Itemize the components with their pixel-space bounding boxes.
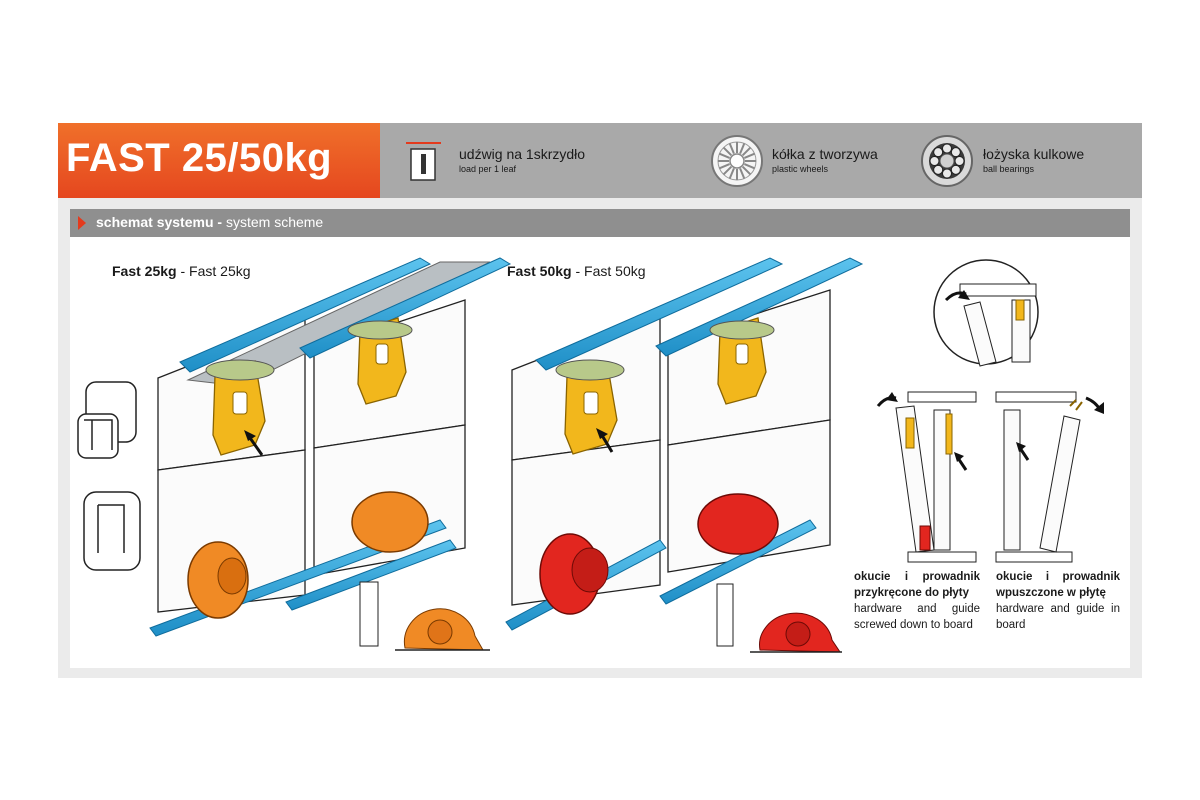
feature-bearings: łożyska kulkowe ball bearings [983, 146, 1084, 176]
feature-bearings-en: ball bearings [983, 164, 1035, 174]
fast25-title-sep: - [176, 263, 190, 279]
feature-load-en: load per 1 leaf [459, 164, 517, 174]
page-title: FAST 25/50kg [66, 136, 333, 180]
caption-inboard-en: hardware and guide in board [996, 603, 1120, 631]
mounting-details [876, 259, 1104, 563]
section-title-sep: - [213, 214, 226, 230]
fast50-assembly [505, 257, 864, 653]
feature-wheels-pl: kółka z tworzywa [772, 146, 878, 162]
section-title-en: system scheme [225, 214, 324, 230]
fast50-title-sep: - [571, 263, 585, 279]
title-block [58, 123, 380, 198]
section-title-pl: schemat systemu [96, 214, 214, 230]
feature-load: udźwig na 1skrzydło load per 1 leaf [459, 146, 585, 176]
feature-wheels: kółka z tworzywa plastic wheels [772, 146, 878, 176]
section-bar [70, 209, 1130, 237]
caption-inboard-pl: okucie i prowadnik wpuszczone w płytę [996, 571, 1120, 599]
fast25-assembly [149, 257, 512, 651]
fast25-title-en: Fast 25kg [189, 263, 251, 279]
fast25-title-pl: Fast 25kg [112, 263, 177, 279]
door-edge-profile-icons [77, 381, 141, 571]
caption-screwed-en: hardware and guide screwed down to board [854, 603, 980, 631]
feature-wheels-en: plastic wheels [772, 164, 829, 174]
fast25-title: Fast 25kg - Fast 25kg [112, 263, 251, 279]
caption-screwed-pl: okucie i prowadnik przykręcone do płyty [854, 571, 980, 599]
caption-inboard: okucie i prowadnik wpuszczone w płytę ha… [996, 569, 1120, 633]
section-arrow-icon [78, 216, 86, 230]
feature-bearings-pl: łożyska kulkowe [983, 146, 1085, 162]
caption-screwed: okucie i prowadnik przykręcone do płyty … [854, 569, 980, 633]
fast50-title-pl: Fast 50kg [507, 263, 572, 279]
feature-load-pl: udźwig na 1skrzydło [459, 146, 586, 162]
fast50-title-en: Fast 50kg [584, 263, 646, 279]
section-title: schemat systemu - system scheme [96, 214, 323, 230]
fast50-title: Fast 50kg - Fast 50kg [507, 263, 646, 279]
